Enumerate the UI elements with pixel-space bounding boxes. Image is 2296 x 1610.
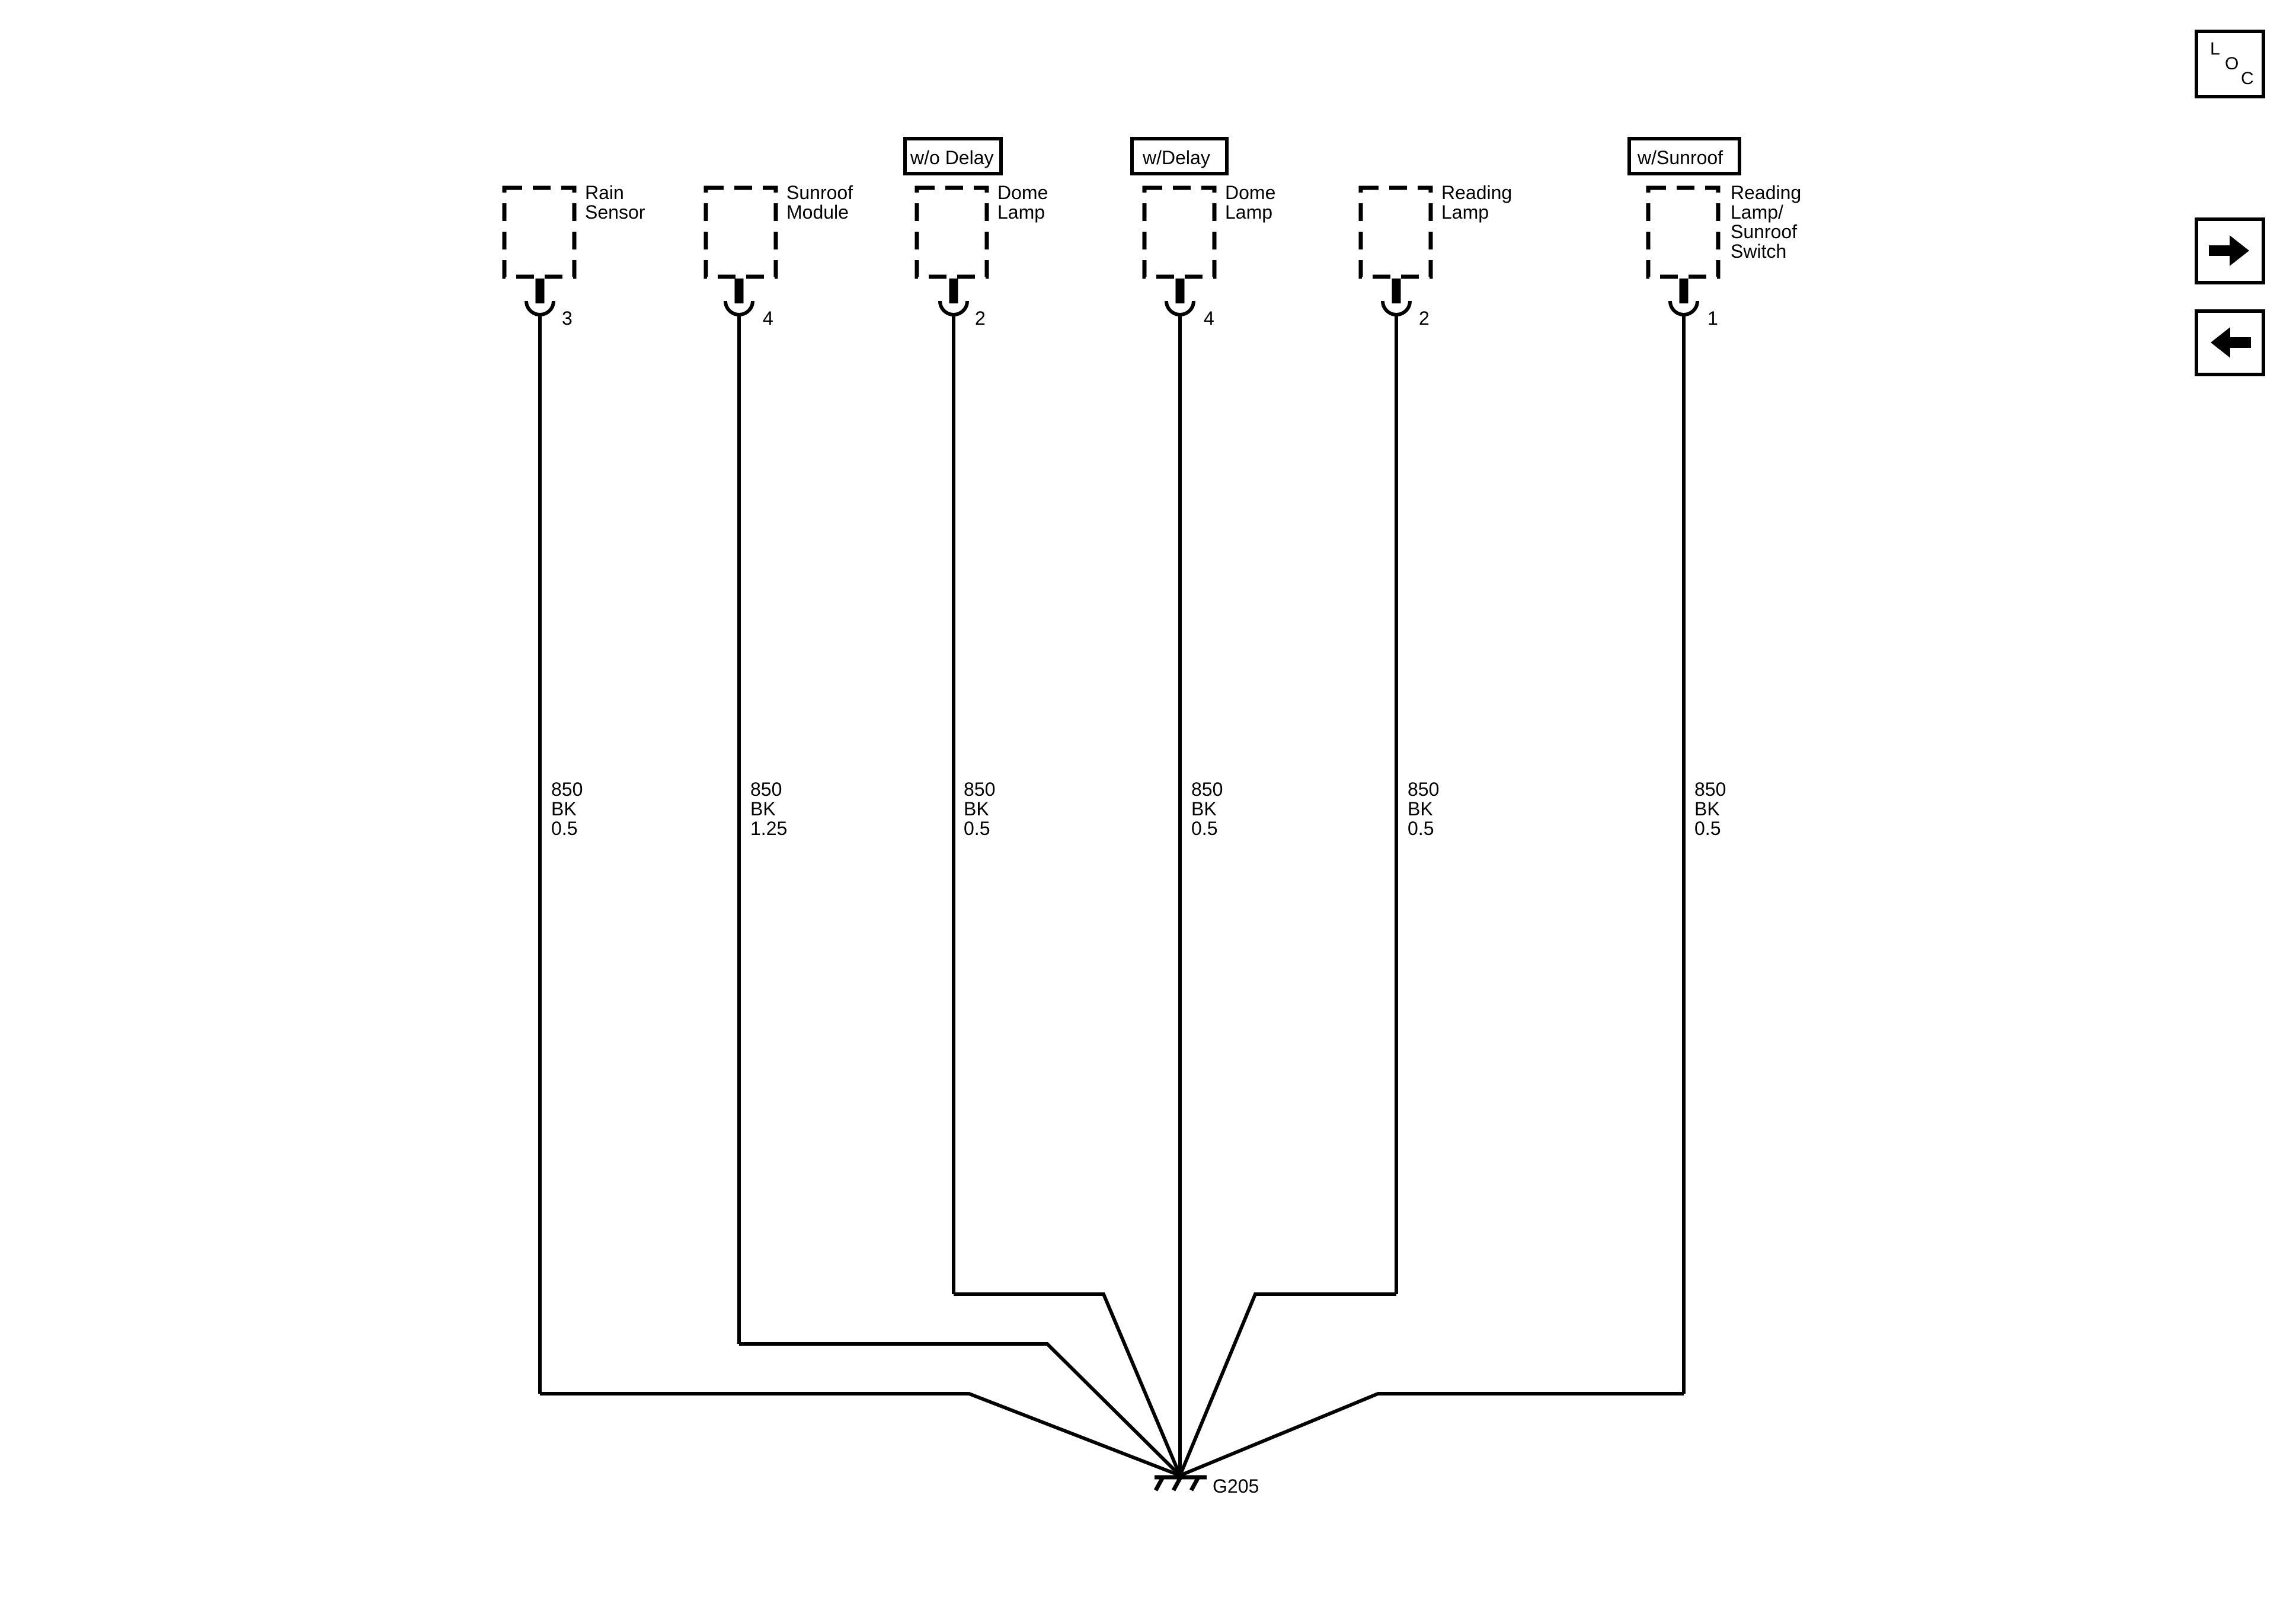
wire-circuit: 850: [750, 779, 782, 800]
component-label: Rain: [585, 182, 624, 203]
wire-circuit: 850: [1191, 779, 1223, 800]
component-label: Sunroof: [1731, 221, 1797, 242]
wire-gauge: 0.5: [1694, 818, 1721, 839]
condition-tag-w-delay: w/Delay: [1130, 137, 1229, 175]
wire-circuit: 850: [551, 779, 583, 800]
wire-color: BK: [750, 798, 776, 820]
pin-number: 2: [975, 308, 986, 329]
component-reading-lamp-sunroof-switch: Reading Lamp/ Sunroof Switch: [1646, 182, 1801, 279]
component-label: Lamp: [997, 201, 1045, 223]
wire-gauge: 0.5: [1191, 818, 1217, 839]
wire-routes: [540, 1292, 1684, 1477]
component-label: Dome: [997, 182, 1048, 203]
component-label: Reading: [1441, 182, 1512, 203]
wire-color: BK: [1191, 798, 1217, 820]
component-rain-sensor: Rain Sensor: [502, 182, 645, 279]
connector-terminal: [525, 279, 555, 316]
component-label: Sensor: [585, 201, 645, 223]
component-sunroof-module: Sunroof Module: [703, 182, 853, 279]
pin-number: 1: [1707, 308, 1718, 329]
arrow-right-icon: [2209, 235, 2249, 266]
loc-letter: O: [2225, 54, 2239, 73]
loc-letter: L: [2210, 39, 2220, 59]
component-label: Lamp: [1225, 201, 1272, 223]
condition-tag-wo-delay: w/o Delay: [903, 137, 1003, 175]
svg-text:w/Delay: w/Delay: [1142, 147, 1210, 168]
component-label: Module: [786, 201, 849, 223]
loc-letter: C: [2241, 69, 2254, 88]
svg-text:w/Sunroof: w/Sunroof: [1637, 147, 1723, 168]
wire-gauge: 0.5: [1408, 818, 1434, 839]
connector-terminal: [724, 279, 754, 316]
wire-color: BK: [551, 798, 577, 820]
connector-terminal: [1668, 279, 1699, 316]
pin-number: 2: [1419, 308, 1430, 329]
loc-button[interactable]: L O C: [2195, 30, 2265, 98]
condition-tag-w-sunroof: w/Sunroof: [1627, 137, 1741, 175]
component-dome-lamp-w-delay: Dome Lamp: [1142, 182, 1275, 279]
back-button[interactable]: [2195, 309, 2265, 376]
wire-gauge: 0.5: [551, 818, 577, 839]
component-label: Lamp: [1441, 201, 1489, 223]
component-label: Dome: [1225, 182, 1275, 203]
wire-color: BK: [1694, 798, 1720, 820]
wire-gauge: 0.5: [964, 818, 990, 839]
component-label: Switch: [1731, 241, 1786, 262]
component-reading-lamp: Reading Lamp: [1358, 182, 1512, 279]
wire-gauge: 1.25: [750, 818, 787, 839]
arrow-left-icon: [2211, 327, 2251, 358]
ground-icon: [1153, 1475, 1207, 1491]
forward-button[interactable]: [2195, 217, 2265, 284]
connector-terminal: [1381, 279, 1412, 316]
connector-terminal: [1165, 279, 1195, 316]
connector-terminal: [938, 279, 969, 316]
ground-label: G205: [1213, 1475, 1259, 1497]
component-label: Reading: [1731, 182, 1801, 203]
wire-circuit: 850: [1408, 779, 1439, 800]
svg-text:w/o Delay: w/o Delay: [910, 147, 994, 168]
pin-number: 4: [763, 308, 773, 329]
component-label: Lamp/: [1731, 201, 1783, 223]
component-dome-lamp-wo-delay: Dome Lamp: [914, 182, 1048, 279]
pin-number: 4: [1204, 308, 1214, 329]
wire-color: BK: [1408, 798, 1433, 820]
component-label: Sunroof: [786, 182, 853, 203]
wire-circuit: 850: [964, 779, 995, 800]
wire-circuit: 850: [1694, 779, 1726, 800]
pin-number: 3: [562, 308, 573, 329]
wire-color: BK: [964, 798, 989, 820]
